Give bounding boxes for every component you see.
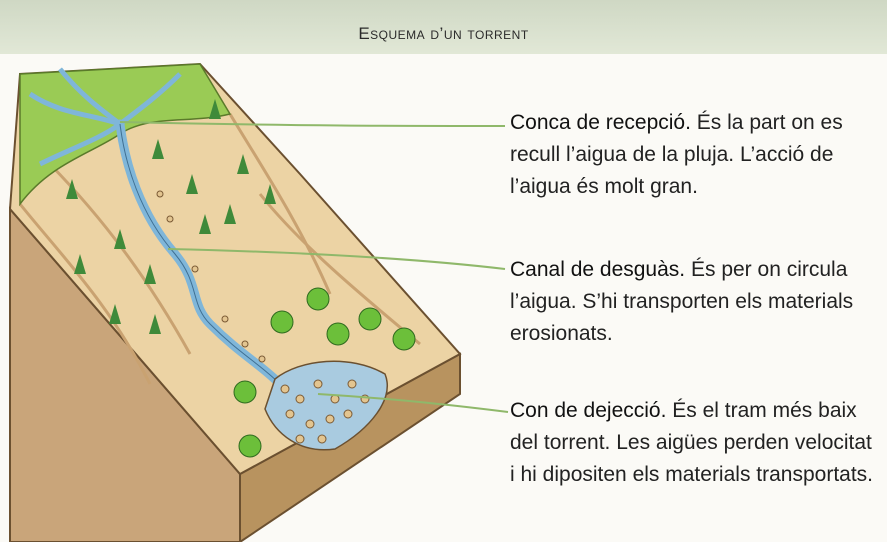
tributary-stream (38, 121, 122, 167)
diagram-title: Esquema d’un torrent (358, 24, 529, 43)
alluvial-fan (264, 360, 388, 451)
leader-line-catchment (119, 121, 506, 127)
leader-line-channel (167, 248, 506, 270)
ridge (258, 193, 421, 346)
tributary-stream (28, 91, 121, 127)
tributary-stream (58, 67, 122, 126)
torrent-illustration (8, 62, 509, 542)
ridge (18, 203, 152, 385)
text-channel: És per on circula l’aigua. S’hi transpor… (510, 258, 854, 345)
tributary-stream (118, 72, 182, 126)
description-fan: Con de dejecció.És el tram més baix del … (510, 395, 882, 491)
header-band (0, 0, 887, 62)
text-fan: És el tram més baix del torrent. Les aig… (510, 399, 873, 486)
text-catchment: És la part on es recull l’aigua de la pl… (510, 111, 843, 198)
ridge (228, 113, 332, 295)
description-catchment: Conca de recepció.És la part on es recul… (510, 107, 882, 203)
deciduous-trees (233, 287, 416, 458)
label-channel: Canal de desguàs. (510, 258, 686, 281)
ridge (38, 152, 192, 355)
description-channel: Canal de desguàs.És per on circula l’aig… (510, 254, 882, 350)
channel-edge (119, 123, 281, 385)
label-catchment: Conca de recepció. (510, 111, 691, 134)
conifer-trees (66, 99, 276, 334)
leader-line-fan (317, 393, 509, 413)
label-fan: Con de dejecció. (510, 399, 667, 422)
